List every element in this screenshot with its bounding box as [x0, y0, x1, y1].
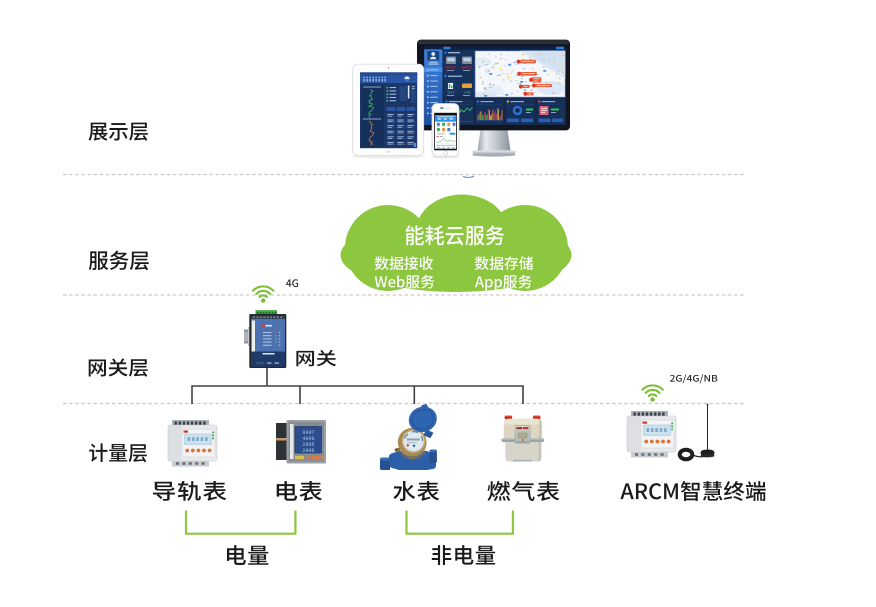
svg-text:4009: 4009 [302, 436, 314, 442]
svg-text:2906: 2906 [302, 448, 314, 454]
svg-text:0997: 0997 [302, 430, 314, 436]
svg-text:2905: 2905 [302, 442, 314, 448]
svg-text:5/12: 5/12 [448, 91, 455, 95]
svg-text:1.48: 1.48 [464, 91, 471, 95]
svg-text:520.12: 520.12 [445, 65, 455, 69]
svg-text:1841.5: 1841.5 [461, 65, 471, 69]
